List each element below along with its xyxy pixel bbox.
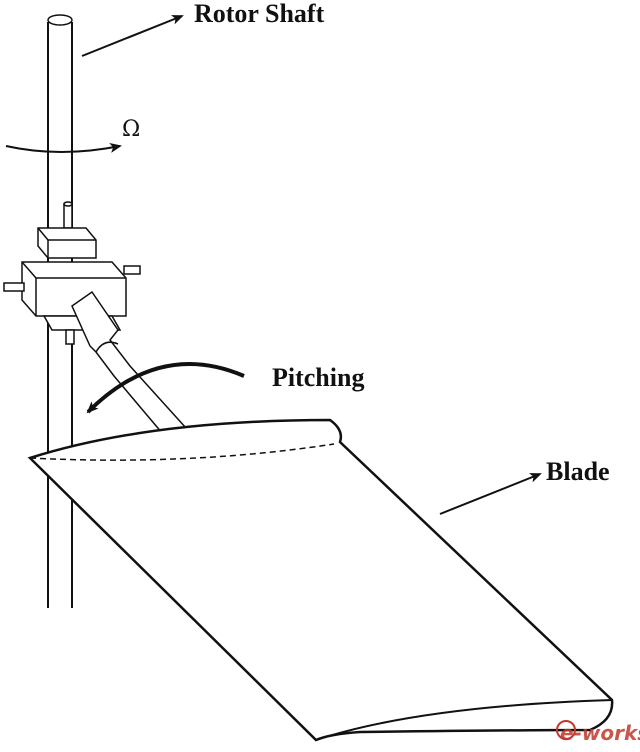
svg-text:e-works: e-works: [560, 721, 640, 745]
blade-pointer: [439, 473, 542, 515]
omega-label: Ω: [122, 117, 140, 142]
watermark-logo: e-works: [556, 720, 640, 745]
blade-label: Blade: [546, 457, 610, 486]
blade: [27, 418, 614, 742]
blade-root-chord: [29, 443, 335, 461]
rotor-shaft-label: Rotor Shaft: [194, 0, 325, 28]
pitching-arrow: [86, 362, 245, 414]
pitch-link: [71, 290, 205, 448]
blade-tip-section: [315, 699, 613, 741]
clamp-assembly: [3, 201, 141, 345]
rotation-arrow: [5, 143, 122, 153]
pitching-label: Pitching: [272, 363, 364, 392]
rotor-shaft-pointer: [81, 15, 184, 57]
